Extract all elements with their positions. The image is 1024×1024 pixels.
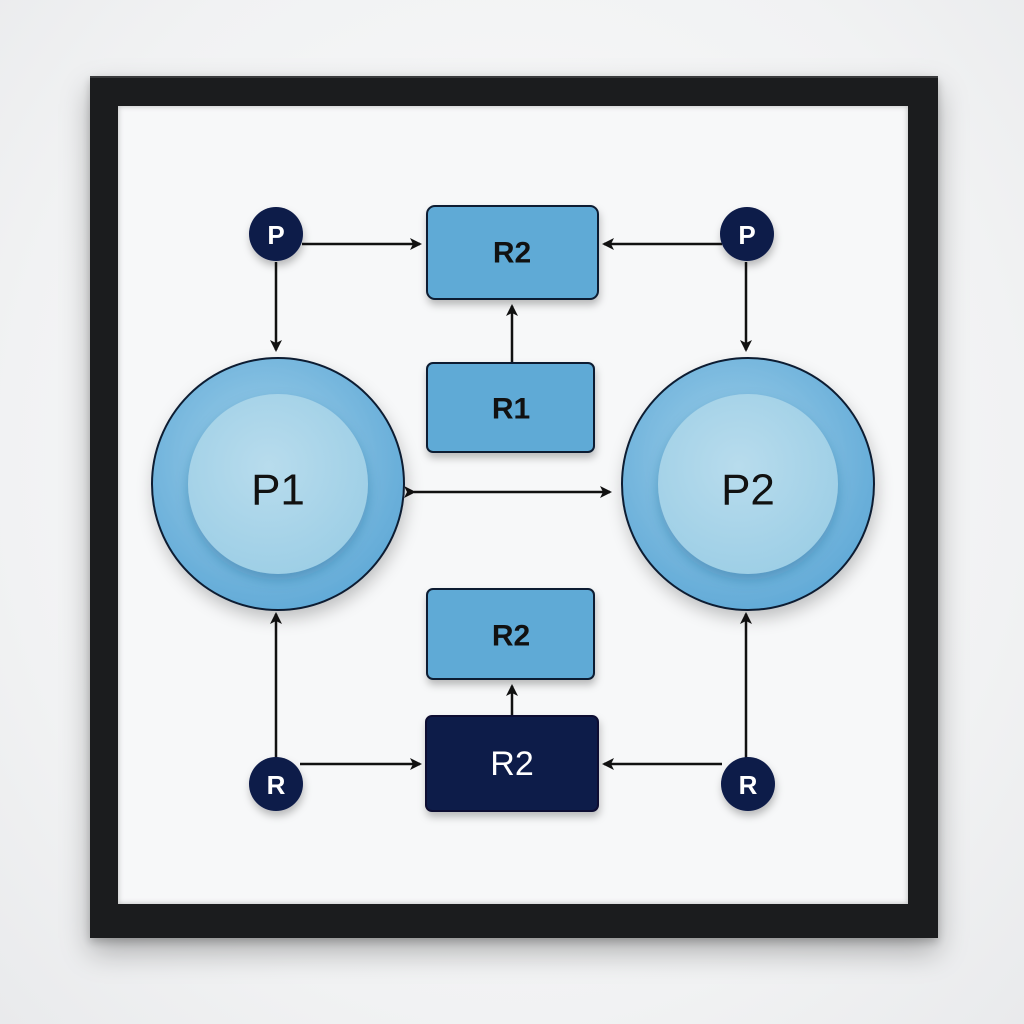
small-node-r-bottom-left: R bbox=[249, 757, 303, 811]
resource-box-upper-middle-label: R1 bbox=[492, 393, 530, 426]
edges bbox=[270, 238, 752, 770]
process-node-p1: P1 bbox=[151, 357, 405, 611]
small-node-r-bottom-right-label: R bbox=[739, 770, 758, 800]
small-node-r-bottom-right: R bbox=[721, 757, 775, 811]
resource-box-lower-middle: R2 bbox=[426, 588, 595, 680]
resource-box-top: R2 bbox=[426, 205, 599, 300]
process-label-p1: P1 bbox=[251, 466, 305, 515]
resource-box-top-label: R2 bbox=[493, 237, 531, 270]
resource-box-bottom: R2 bbox=[425, 715, 599, 812]
small-node-p-top-right-label: P bbox=[738, 220, 755, 250]
resource-box-upper-middle: R1 bbox=[426, 362, 595, 453]
resource-box-bottom-label: R2 bbox=[490, 745, 533, 783]
process-node-p2: P2 bbox=[621, 357, 875, 611]
small-node-p-top-right: P bbox=[720, 207, 774, 261]
process-label-p2: P2 bbox=[721, 466, 775, 515]
small-node-p-top-left-label: P bbox=[267, 220, 284, 250]
small-node-p-top-left: P bbox=[249, 207, 303, 261]
small-node-r-bottom-left-label: R bbox=[267, 770, 286, 800]
resource-box-lower-middle-label: R2 bbox=[492, 620, 530, 653]
